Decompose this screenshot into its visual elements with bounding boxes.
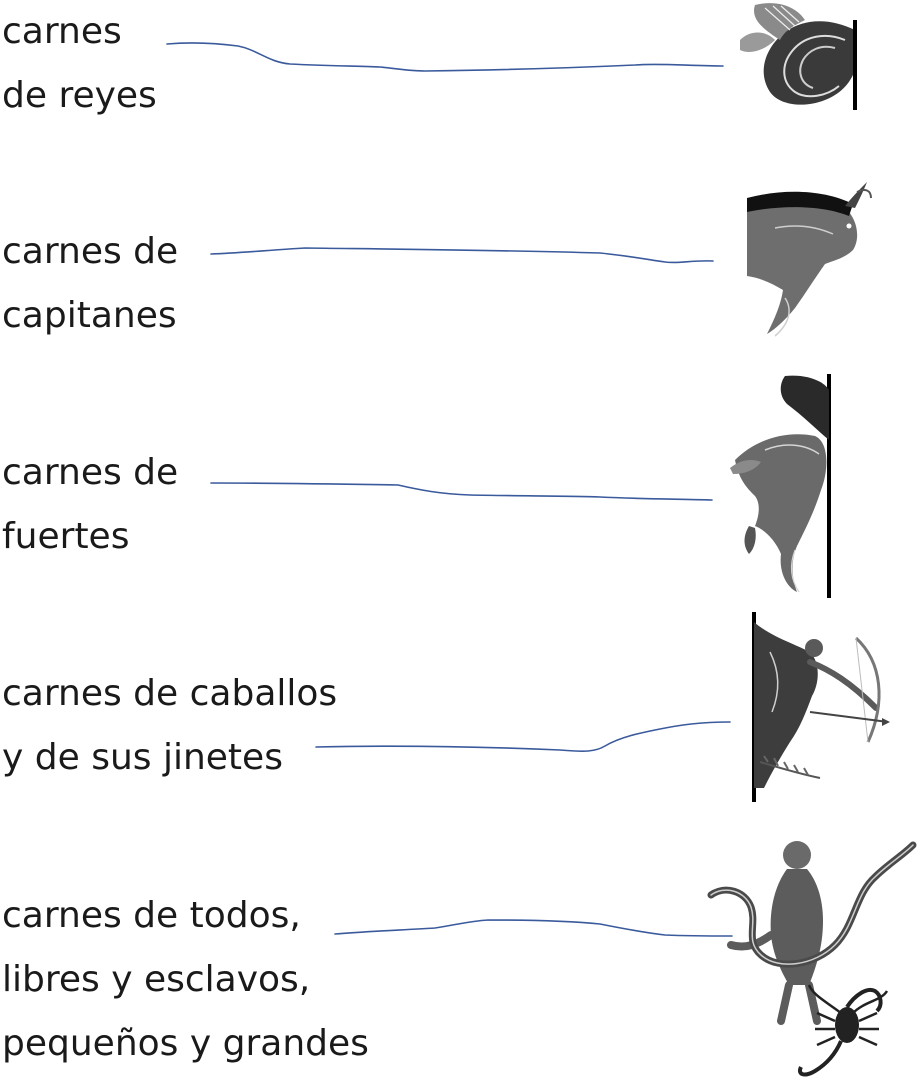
- label-row-3: carnes de fuertes: [2, 441, 178, 569]
- label-row-5-line-2: libres y esclavos,: [2, 959, 311, 1000]
- label-row-3-line-1: carnes de: [2, 452, 179, 493]
- label-row-4-line-2: y de sus jinetes: [2, 737, 283, 778]
- label-row-5: carnes de todos, libres y esclavos, pequ…: [2, 884, 369, 1076]
- label-row-4-line-1: carnes de caballos: [2, 673, 338, 714]
- label-row-5-line-1: carnes de todos,: [2, 895, 301, 936]
- connector-line-3: [210, 482, 713, 501]
- label-row-1-line-2: de reyes: [2, 75, 157, 116]
- centaur-archer-icon: [752, 612, 890, 802]
- connector-line-2: [210, 247, 714, 264]
- snake-bearer-scorpion-icon: [707, 841, 917, 1077]
- fish-tail-creature-icon: [740, 3, 857, 110]
- label-row-4: carnes de caballos y de sus jinetes: [2, 662, 337, 790]
- label-row-2: carnes de capitanes: [2, 220, 178, 348]
- label-row-3-line-2: fuertes: [2, 516, 130, 557]
- label-row-1-line-1: carnes: [2, 11, 122, 52]
- connector-line-4: [315, 721, 731, 752]
- goat-creature-icon: [747, 182, 872, 337]
- connector-line-5: [334, 919, 733, 937]
- label-row-1: carnes de reyes: [2, 0, 157, 128]
- connector-line-1: [166, 42, 724, 72]
- label-row-2-line-2: capitanes: [2, 295, 177, 336]
- label-row-2-line-1: carnes de: [2, 231, 179, 272]
- bull-icon: [730, 374, 831, 598]
- label-row-5-line-3: pequeños y grandes: [2, 1023, 369, 1064]
- scorpion-icon: [798, 984, 889, 1077]
